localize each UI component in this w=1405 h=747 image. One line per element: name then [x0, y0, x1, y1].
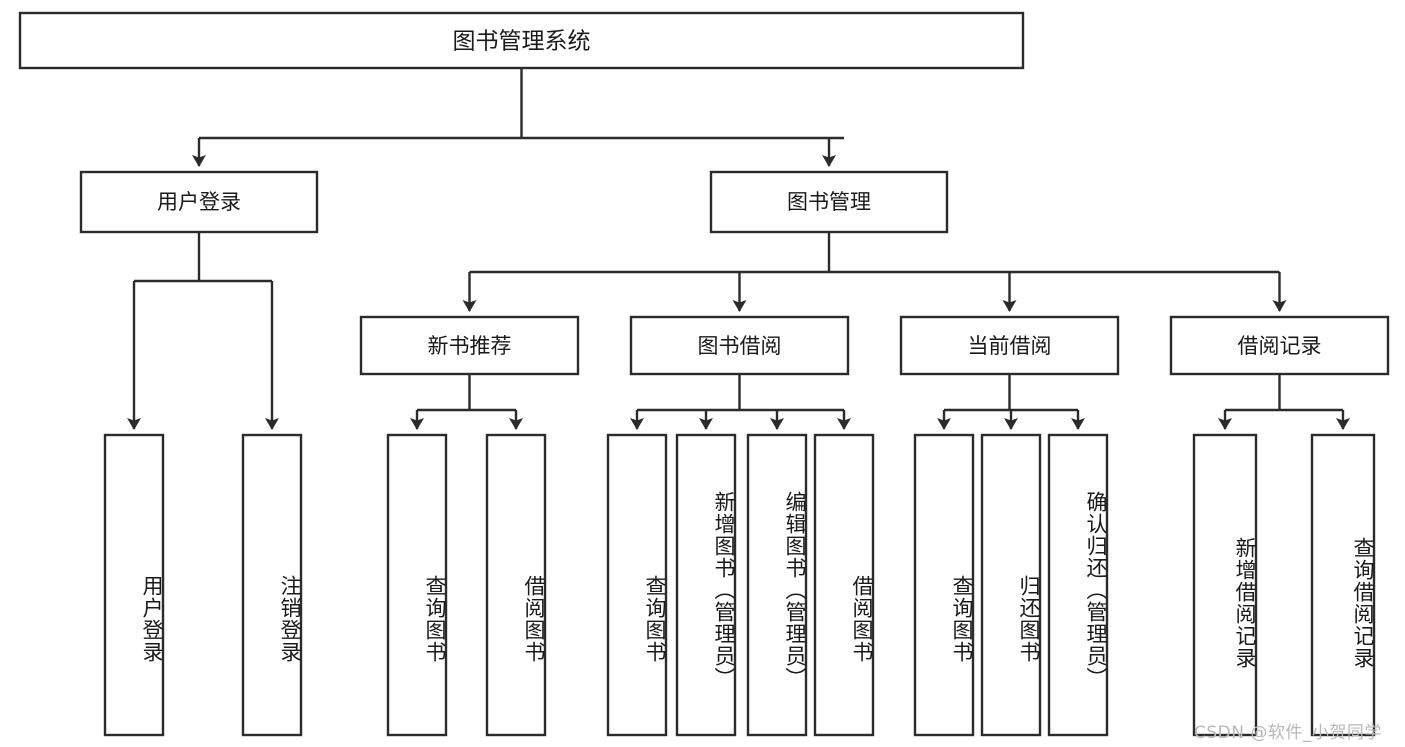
node-user-login-box[interactable] [79, 170, 319, 234]
node-new-book-label: 新书推荐 [428, 334, 512, 358]
node-root-box[interactable] [18, 11, 1025, 70]
leaf-box-11[interactable] [1192, 433, 1258, 737]
horizontal-label-layer: 图书管理系统 用户登录 图书管理 新书推荐 图书借阅 当前借阅 借阅记录 [157, 29, 1322, 359]
leaf-box-4[interactable] [606, 433, 668, 737]
node-new-book-box[interactable] [359, 315, 580, 376]
node-book-borrow-box[interactable] [629, 315, 850, 376]
node-record-box[interactable] [1169, 315, 1390, 376]
leaf-box-12[interactable] [1310, 433, 1376, 737]
leaf-box-7[interactable] [813, 433, 875, 737]
node-current-box[interactable] [899, 315, 1120, 376]
leaf-box-3[interactable] [485, 433, 547, 737]
leaf-box-10[interactable] [1047, 433, 1109, 737]
leaf-box-2[interactable] [386, 433, 448, 737]
node-record-label: 借阅记录 [1238, 334, 1322, 358]
leaf-box-6[interactable] [746, 433, 808, 737]
node-book-borrow-label: 图书借阅 [698, 334, 782, 358]
leaf-box-0[interactable] [103, 433, 165, 737]
node-book-mgmt-label: 图书管理 [787, 190, 871, 214]
node-root-label: 图书管理系统 [453, 29, 591, 55]
leaf-box-9[interactable] [980, 433, 1042, 737]
node-user-login-label: 用户登录 [157, 190, 241, 214]
edge-layer [127, 68, 1350, 430]
csdn-watermark: CSDN @软件_小贺同学 [1194, 723, 1382, 743]
leaf-box-1[interactable] [241, 433, 303, 737]
node-layer [18, 11, 1390, 737]
leaf-box-8[interactable] [913, 433, 975, 737]
node-current-label: 当前借阅 [968, 334, 1052, 358]
node-book-mgmt-box[interactable] [709, 170, 949, 234]
leaf-box-5[interactable] [675, 433, 737, 737]
